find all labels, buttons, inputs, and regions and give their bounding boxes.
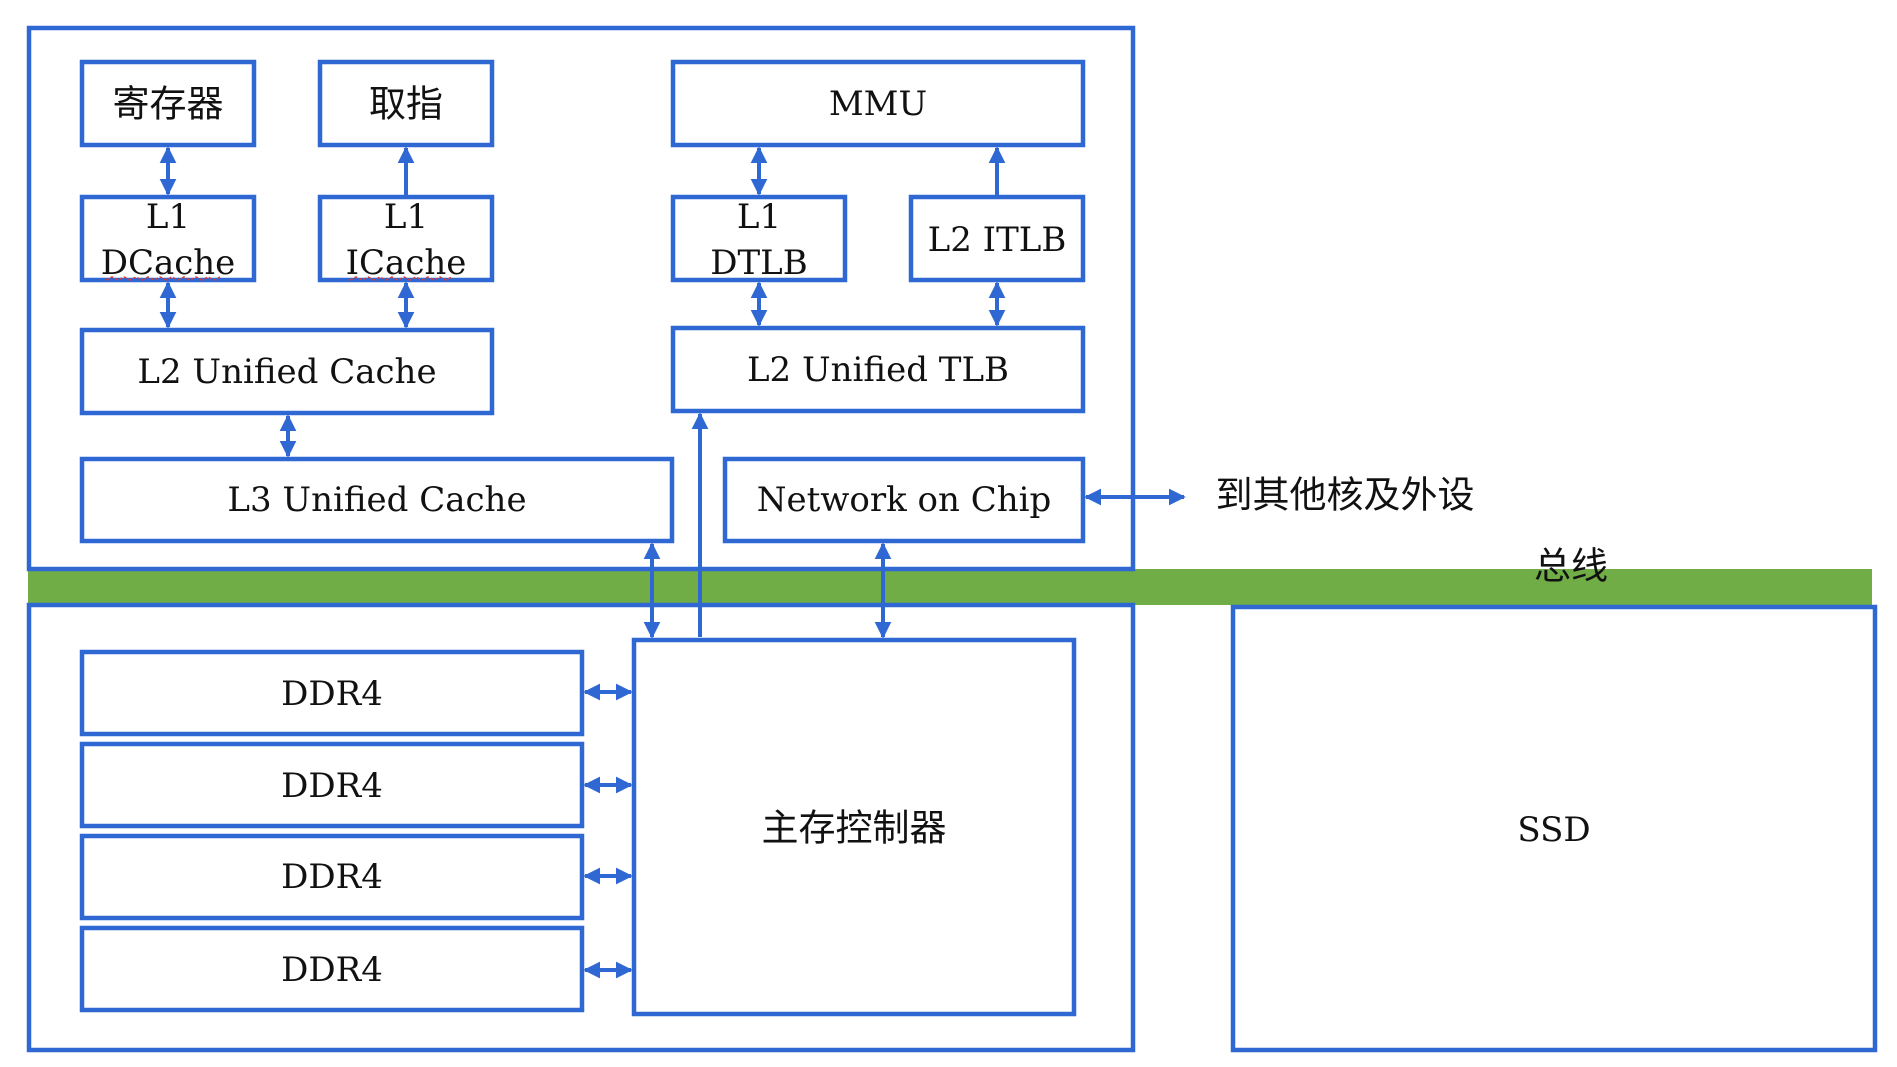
l2-unified-tlb-label: L2 Unified TLB [747,350,1009,390]
l2-unified-tlb-box: L2 Unified TLB [670,325,1086,414]
mmu-box: MMU [670,59,1086,148]
network-on-chip-box: Network on Chip [722,456,1086,544]
bus-label: 总线 [1534,545,1608,588]
spellcheck-underline [349,276,453,281]
l2-itlb-label: L2 ITLB [928,220,1067,260]
network-on-chip-label: Network on Chip [757,480,1052,520]
l1-icache-label-line1: L1 [384,197,428,237]
l2-itlb-box: L2 ITLB [908,194,1086,283]
instruction-fetch-label: 取指 [369,83,443,126]
ddr4-label: DDR4 [281,674,383,714]
l1-icache-label-line2: ICache [346,243,467,283]
instruction-fetch-box: 取指 [317,59,495,148]
ddr4-label: DDR4 [281,857,383,897]
spellcheck-underline [105,276,221,281]
connectors [159,146,1186,979]
l2-unified-cache-label: L2 Unified Cache [137,352,436,392]
l1-dtlb-box: L1 DTLB [670,194,848,283]
ddr4-module-2: DDR4 [79,741,585,829]
l3-unified-cache-box: L3 Unified Cache [79,456,675,544]
registers-label: 寄存器 [113,83,224,126]
ddr4-label: DDR4 [281,950,383,990]
ddr4-module-4: DDR4 [79,925,585,1013]
ddr4-label: DDR4 [281,766,383,806]
external-peripherals-label: 到其他核及外设 [1216,474,1475,517]
memory-subsystem-container [26,602,1136,1053]
memory-controller-box: 主存控制器 [631,637,1077,1017]
cpu-core-container [26,25,1136,572]
ssd-box [1230,604,1878,1053]
l1-dcache-label-line2: DCache [101,243,236,283]
ddr4-module-3: DDR4 [79,833,585,921]
l1-icache-box: L1 ICache [317,194,495,283]
memory-controller-label: 主存控制器 [762,807,947,850]
ddr4-module-1: DDR4 [79,649,585,737]
l2-unified-cache-box: L2 Unified Cache [79,327,495,416]
l3-unified-cache-label: L3 Unified Cache [227,480,526,520]
registers-box: 寄存器 [79,59,257,148]
l1-dcache-label-line1: L1 [146,197,190,237]
mmu-label: MMU [829,84,927,124]
l1-dcache-box: L1 DCache [79,194,257,283]
l1-dtlb-label-line2: DTLB [710,243,808,283]
ssd-label: SSD [1517,810,1590,850]
l1-dtlb-label-line1: L1 [737,197,781,237]
system-bus [28,569,1872,605]
